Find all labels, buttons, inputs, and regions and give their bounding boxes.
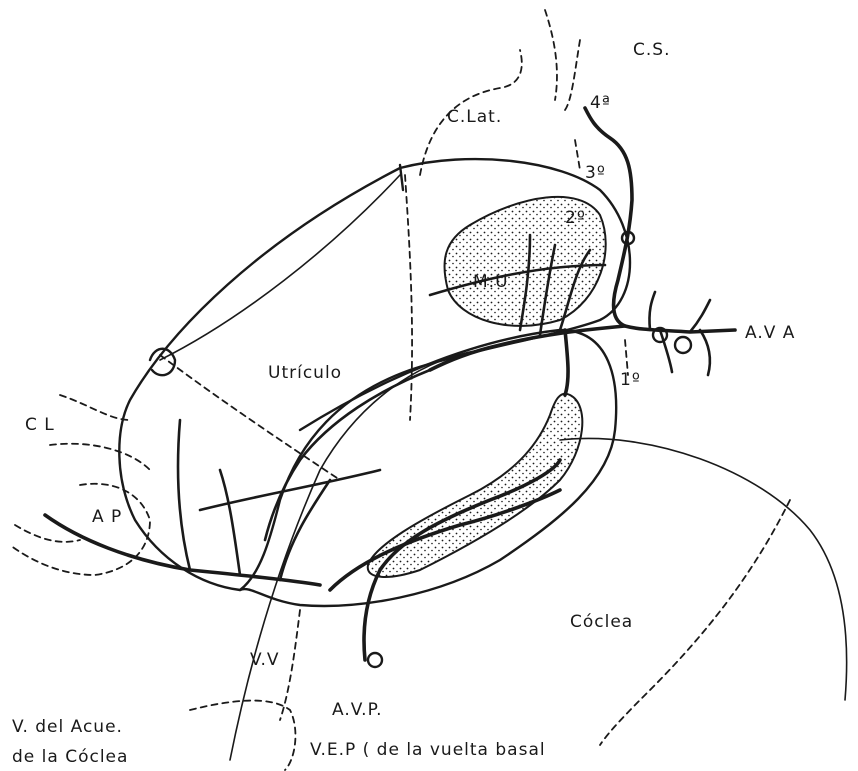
label-second: 2º [565,208,586,228]
label-mu: M.U [473,272,509,292]
ap-dashed-outline [10,484,150,575]
label-cs: C.S. [633,40,670,60]
artery-ava-branch-1 [690,300,710,375]
cochlea-outline [560,438,847,700]
label-vac-line2: de la Cóclea [12,747,128,767]
cl-dashed-lower [50,444,150,470]
label-vep: V.E.P ( de la vuelta basal [310,740,546,760]
utricle-inner-dashed [405,175,412,420]
cl-dashed-upper [60,395,130,420]
third-canal-dashed [575,140,580,170]
label-vac-line1: V. del Acue. [12,717,123,737]
label-cl: C L [25,415,55,435]
loop-ava-3 [675,337,691,353]
ap-dashed-2 [15,525,80,542]
label-third: 3º [585,163,606,183]
label-avp: A.V.P. [332,700,383,720]
label-vv: V.V [250,650,279,670]
artery-utricular [430,326,625,370]
label-first: 1º [620,370,641,390]
artery-ava-main [585,108,735,332]
loop-avp [368,653,382,667]
label-coclea: Cóclea [570,612,633,632]
vein-outer [160,175,400,360]
label-ava: A.V A [745,323,795,343]
label-ap: A P [92,507,122,527]
tick-top [400,165,403,190]
label-utriculo: Utrículo [268,363,342,383]
label-fourth: 4ª [590,93,611,113]
artery-saccular [565,330,568,395]
superior-canal-dashed-2 [565,40,580,110]
vv-dashed [280,610,300,720]
vac-dashed [190,701,295,770]
label-clat: C.Lat. [447,107,502,127]
artery-utricle-upper [265,370,430,540]
superior-canal-dashed [545,10,557,100]
